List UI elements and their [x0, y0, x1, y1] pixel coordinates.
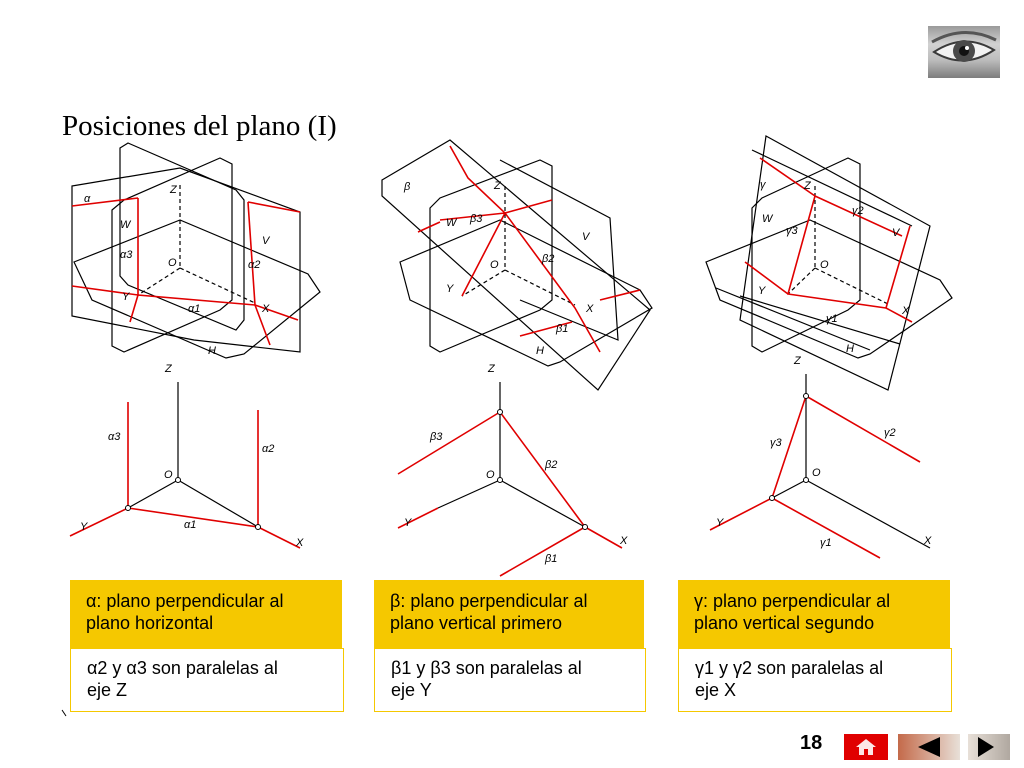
- gamma-x-label: X: [901, 305, 910, 317]
- beta-b2-label: β2: [541, 253, 554, 265]
- beta-plane-3d: β Z W V O Y X H β1 β2 β3: [381, 139, 653, 391]
- gamma-note-box: γ1 y γ2 son paralelas al eje X: [678, 648, 952, 712]
- alpha-a1-label: α1: [188, 303, 200, 315]
- beta-axis-o-label: O: [486, 469, 495, 481]
- beta-note-box: β1 y β3 son paralelas al eje Y: [374, 648, 646, 712]
- gamma-g3-label: γ3: [786, 225, 799, 237]
- gamma-y-label: Y: [758, 285, 766, 297]
- gamma-plane-label: γ: [760, 179, 767, 191]
- alpha-v-label: V: [262, 235, 271, 247]
- beta-x-label: X: [585, 303, 594, 315]
- alpha-a2-label: α2: [248, 259, 260, 271]
- alpha-note-line2: eje Z: [87, 680, 128, 700]
- beta-axes: Z O Y X β1 β2 β3: [397, 363, 628, 577]
- beta-description-line2: plano vertical primero: [390, 613, 563, 633]
- alpha-z-label: Z: [169, 184, 178, 196]
- gamma-w-label: W: [762, 213, 774, 225]
- gamma-description-line2: plano vertical segundo: [694, 613, 875, 633]
- gamma-h-label: H: [846, 343, 854, 355]
- beta-o-label: O: [490, 259, 499, 271]
- page-title: Posiciones del plano (I): [62, 110, 337, 142]
- gamma-v-label: V: [892, 227, 901, 239]
- beta-plane-label: β: [403, 181, 411, 193]
- alpha-x-label: X: [261, 303, 270, 315]
- gamma-description-box: γ: plano perpendicular al plano vertical…: [678, 580, 950, 648]
- gamma-z-label: Z: [803, 180, 812, 192]
- gamma-axis-y-label: Y: [716, 517, 724, 529]
- home-icon: [856, 739, 876, 755]
- beta-axis-b1-label: β1: [544, 553, 557, 565]
- gamma-g1-label: γ1: [826, 313, 838, 325]
- alpha-description-line1: α: plano perpendicular al: [86, 591, 284, 611]
- alpha-description-box: α: plano perpendicular al plano horizont…: [70, 580, 342, 648]
- home-button[interactable]: [844, 734, 888, 760]
- gamma-axis-g2-label: γ2: [884, 427, 896, 439]
- beta-description-box: β: plano perpendicular al plano vertical…: [374, 580, 644, 648]
- gamma-axis-o-label: O: [812, 467, 821, 479]
- beta-axis-z-label: Z: [487, 363, 496, 375]
- alpha-o-label: O: [168, 257, 177, 269]
- beta-axis-x-label: X: [619, 535, 628, 547]
- beta-b3-label: β3: [469, 213, 483, 225]
- gamma-axis-g3-label: γ3: [770, 437, 783, 449]
- beta-v-label: V: [582, 231, 591, 243]
- beta-note-line1: β1 y β3 son paralelas al: [391, 658, 582, 678]
- gamma-axis-z-label: Z: [793, 355, 802, 367]
- beta-description-line1: β: plano perpendicular al: [390, 591, 588, 611]
- eye-image: [928, 26, 1000, 78]
- beta-b1-label: β1: [555, 323, 568, 335]
- beta-h-label: H: [536, 345, 544, 357]
- alpha-description-line2: plano horizontal: [86, 613, 214, 633]
- gamma-g2-label: γ2: [852, 205, 864, 217]
- beta-y-label: Y: [446, 283, 454, 295]
- triangle-left-icon: [918, 737, 940, 757]
- gamma-axis-g1-label: γ1: [820, 537, 832, 549]
- gamma-note-line1: γ1 y γ2 son paralelas al: [695, 658, 884, 678]
- gamma-plane-3d: γ Z W V O Y X H γ1 γ2 γ3: [705, 135, 953, 391]
- gamma-note-line2: eje X: [695, 680, 737, 700]
- alpha-axis-a2-label: α2: [262, 443, 274, 455]
- alpha-axes: Z O Y X α1 α2 α3: [69, 363, 304, 549]
- alpha-h-label: H: [208, 345, 216, 357]
- eye-icon: [931, 30, 997, 62]
- alpha-note-line1: α2 y α3 son paralelas al: [87, 658, 278, 678]
- alpha-axis-a1-label: α1: [184, 519, 196, 531]
- alpha-plane-label: α: [84, 193, 91, 205]
- alpha-axis-o-label: O: [164, 469, 173, 481]
- alpha-axis-x-label: X: [295, 537, 304, 549]
- beta-axis-b3-label: β3: [429, 431, 443, 443]
- beta-axis-b2-label: β2: [544, 459, 557, 471]
- gamma-description-line1: γ: plano perpendicular al: [694, 591, 891, 611]
- alpha-plane-3d: α Z W V O Y X H α1 α2 α3: [71, 142, 321, 359]
- beta-note-line2: eje Y: [391, 680, 432, 700]
- next-slide-button[interactable]: [968, 734, 1010, 760]
- alpha-y-label: Y: [122, 291, 130, 303]
- beta-z-label: Z: [493, 180, 502, 192]
- beta-axis-y-label: Y: [404, 517, 412, 529]
- alpha-note-box: α2 y α3 son paralelas al eje Z: [70, 648, 344, 712]
- alpha-axis-z-label: Z: [164, 363, 173, 375]
- alpha-axis-a3-label: α3: [108, 431, 121, 443]
- gamma-axis-x-label: X: [923, 535, 932, 547]
- previous-slide-button[interactable]: [898, 734, 960, 760]
- gamma-o-label: O: [820, 259, 829, 271]
- alpha-w-label: W: [120, 219, 132, 231]
- alpha-a3-label: α3: [120, 249, 133, 261]
- gamma-axes: Z O Y X γ1 γ2 γ3: [709, 355, 932, 559]
- triangle-right-icon: [978, 737, 994, 757]
- alpha-axis-y-label: Y: [80, 521, 88, 533]
- page-number: 18: [800, 732, 823, 754]
- beta-w-label: W: [446, 217, 458, 229]
